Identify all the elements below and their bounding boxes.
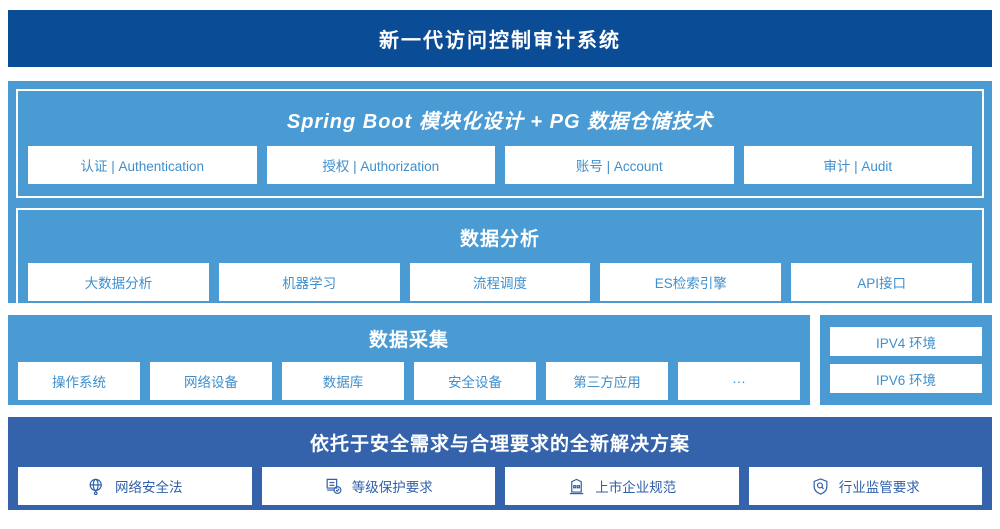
module-card-label: 审计 | Audit [823, 159, 893, 174]
analysis-card-api[interactable]: API接口 [791, 263, 972, 301]
collection-row: 数据采集 操作系统 网络设备 数据库 安全设备 第三方应用 ··· [8, 315, 992, 405]
page-title: 新一代访问控制审计系统 [379, 30, 621, 52]
shield-search-icon [811, 477, 830, 496]
analysis-card-process-scheduling[interactable]: 流程调度 [409, 263, 591, 301]
collection-card-label: ··· [732, 373, 746, 389]
collection-card-network-device[interactable]: 网络设备 [150, 362, 272, 400]
collection-card-label: 第三方应用 [573, 375, 641, 390]
module-card-audit[interactable]: 审计 | Audit [743, 146, 972, 184]
compliance-card-label: 网络安全法 [115, 480, 183, 495]
collection-card-label: 数据库 [322, 375, 364, 390]
module-card-label: 授权 | Authorization [322, 159, 440, 174]
analysis-card-bigdata[interactable]: 大数据分析 [28, 263, 209, 301]
collection-card-label: 操作系统 [52, 375, 106, 390]
compliance-card-label: 等级保护要求 [351, 480, 433, 495]
analysis-layer-items: 大数据分析 机器学习 流程调度 ES检索引擎 API接口 [28, 263, 972, 301]
collection-card-label: 安全设备 [448, 375, 502, 390]
environment-card-label: IPV6 环境 [875, 372, 937, 388]
analysis-card-label: ES检索引擎 [654, 276, 727, 291]
collection-card-more[interactable]: ··· [678, 362, 800, 400]
environment-card-ipv4[interactable]: IPV4 环境 [830, 327, 982, 356]
analysis-card-machine-learning[interactable]: 机器学习 [218, 263, 400, 301]
analysis-card-es-search[interactable]: ES检索引擎 [600, 263, 782, 301]
header-bar: 新一代访问控制审计系统 [8, 10, 992, 67]
globe-network-icon [87, 477, 106, 496]
bank-building-icon [567, 477, 586, 496]
collection-layer-title: 数据采集 [368, 330, 449, 351]
environment-card-label: IPV4 环境 [875, 335, 937, 351]
collection-layer-items: 操作系统 网络设备 数据库 安全设备 第三方应用 ··· [18, 362, 800, 400]
compliance-card-cybersecurity-law[interactable]: 网络安全法 [18, 467, 252, 505]
collection-card-label: 网络设备 [184, 375, 238, 390]
compliance-items: 网络安全法 等级保护要求 [18, 467, 982, 505]
compliance-title: 依托于安全需求与合理要求的全新解决方案 [309, 434, 690, 455]
document-check-icon [324, 477, 343, 496]
compliance-panel: 依托于安全需求与合理要求的全新解决方案 网络安全法 [8, 417, 992, 510]
compliance-card-classified-protection[interactable]: 等级保护要求 [261, 467, 495, 505]
module-card-account[interactable]: 账号 | Account [505, 146, 734, 184]
environment-card-ipv6[interactable]: IPV6 环境 [830, 364, 982, 393]
compliance-card-label: 上市企业规范 [595, 480, 677, 495]
analysis-card-label: API接口 [857, 276, 906, 291]
analysis-card-label: 机器学习 [282, 276, 337, 291]
collection-layer-panel: 数据采集 操作系统 网络设备 数据库 安全设备 第三方应用 ··· [8, 315, 810, 405]
collection-card-security-device[interactable]: 安全设备 [414, 362, 536, 400]
analysis-layer-box: 数据分析 大数据分析 机器学习 流程调度 ES检索引擎 API接口 [16, 208, 984, 315]
compliance-card-listed-enterprise[interactable]: 上市企业规范 [505, 467, 739, 505]
layer-divider [16, 198, 984, 208]
platform-panel: Spring Boot 模块化设计 + PG 数据仓储技术 认证 | Authe… [8, 81, 992, 315]
analysis-layer-title: 数据分析 [459, 229, 540, 250]
environment-panel: IPV4 环境 IPV6 环境 [820, 315, 992, 405]
collection-card-third-party-app[interactable]: 第三方应用 [546, 362, 668, 400]
module-card-label: 认证 | Authentication [80, 159, 205, 174]
module-card-label: 账号 | Account [575, 159, 663, 174]
module-card-authentication[interactable]: 认证 | Authentication [28, 146, 257, 184]
application-layer-items: 认证 | Authentication 授权 | Authorization 账… [28, 146, 972, 184]
application-layer-title: Spring Boot 模块化设计 + PG 数据仓储技术 [286, 111, 714, 133]
compliance-card-label: 行业监管要求 [838, 480, 920, 495]
analysis-card-label: 大数据分析 [84, 276, 153, 291]
analysis-card-label: 流程调度 [472, 276, 527, 291]
compliance-card-industry-regulation[interactable]: 行业监管要求 [748, 467, 982, 505]
collection-card-os[interactable]: 操作系统 [18, 362, 140, 400]
application-layer-box: Spring Boot 模块化设计 + PG 数据仓储技术 认证 | Authe… [16, 89, 984, 198]
module-card-authorization[interactable]: 授权 | Authorization [266, 146, 495, 184]
collection-card-database[interactable]: 数据库 [282, 362, 404, 400]
